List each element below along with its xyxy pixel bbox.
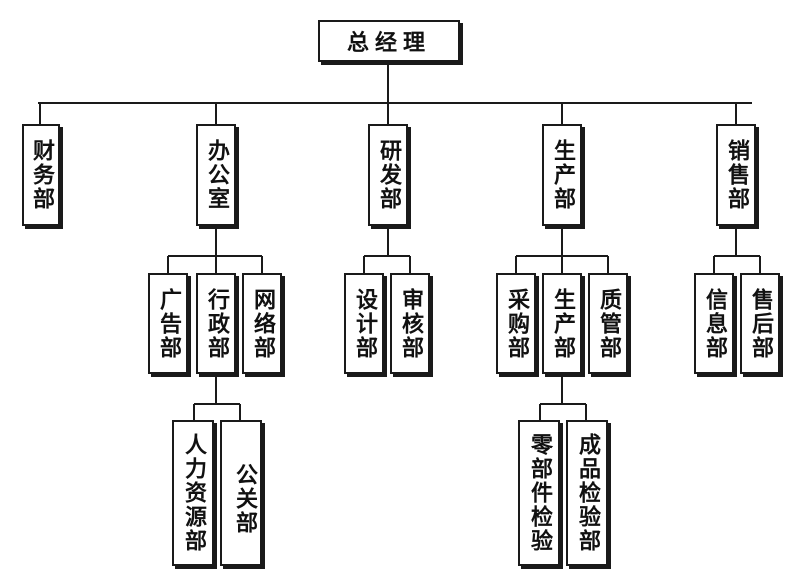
node-manufacturing: 生产部 — [542, 273, 582, 374]
node-office: 办公室 — [196, 124, 236, 226]
node-rnd: 研发部 — [368, 124, 408, 226]
node-production: 生产部 — [542, 124, 582, 226]
node-advertising: 广告部 — [148, 273, 188, 374]
node-audit: 审核部 — [390, 273, 430, 374]
node-network: 网络部 — [242, 273, 282, 374]
node-finance: 财务部 — [22, 124, 60, 226]
node-admin: 行政部 — [196, 273, 236, 374]
node-product-inspection: 成品检验部 — [566, 420, 608, 566]
node-purchasing: 采购部 — [496, 273, 536, 374]
node-information: 信息部 — [694, 273, 734, 374]
node-pr: 公关部 — [220, 420, 262, 566]
node-after-sales: 售后部 — [740, 273, 780, 374]
node-sales: 销售部 — [716, 124, 756, 226]
node-quality: 质管部 — [588, 273, 628, 374]
node-hr: 人力资源部 — [172, 420, 214, 566]
node-design: 设计部 — [344, 273, 384, 374]
node-parts-inspection: 零部件检验 — [518, 420, 560, 566]
node-general-manager: 总经理 — [318, 20, 460, 62]
